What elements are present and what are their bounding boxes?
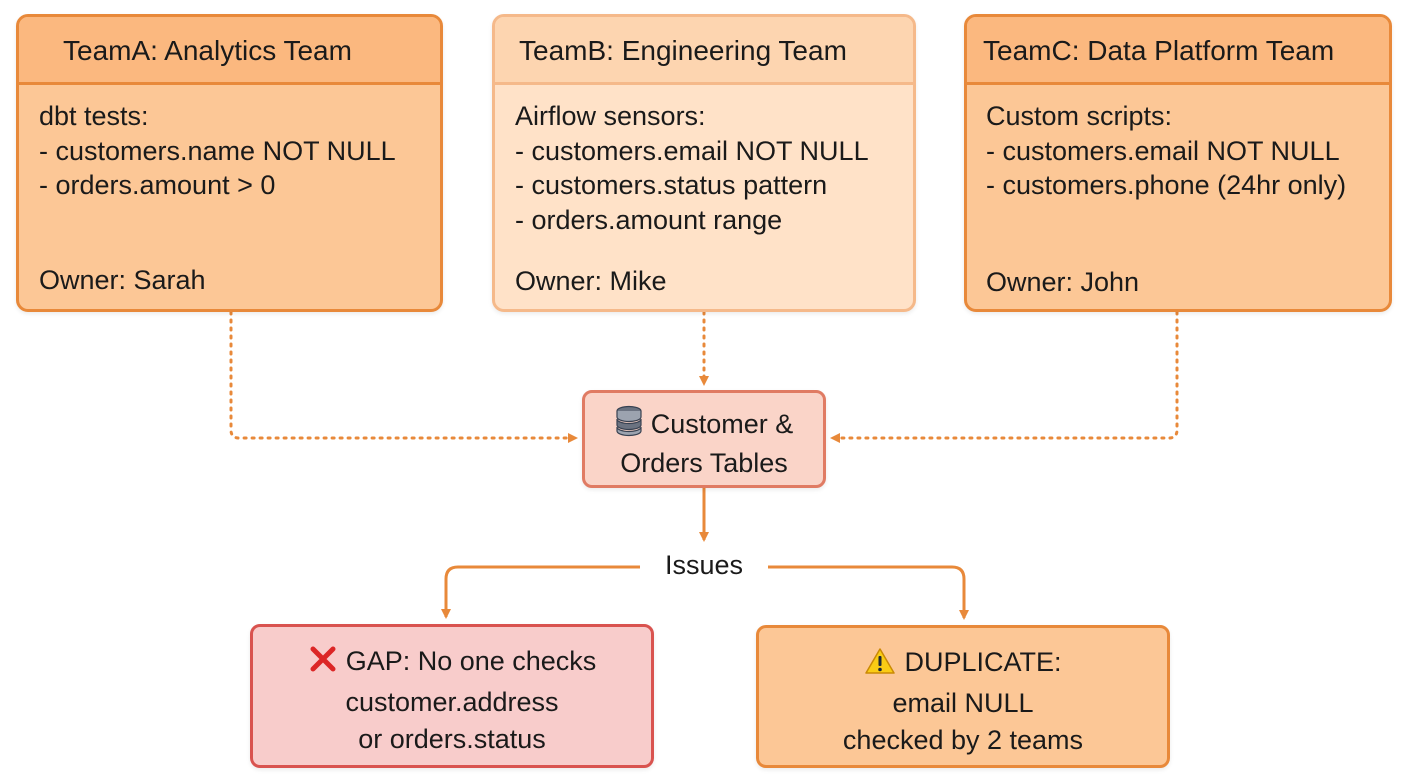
team-c-box: TeamC: Data Platform Team Custom scripts…	[964, 14, 1392, 312]
team-c-check-2: - customers.phone (24hr only)	[986, 170, 1347, 200]
team-a-check-1: - customers.name NOT NULL	[39, 135, 396, 166]
team-b-box: TeamB: Engineering Team Airflow sensors:…	[492, 14, 916, 312]
team-a-check-2: - orders.amount > 0	[39, 170, 276, 200]
hub-title-line-1: Customer &	[585, 405, 823, 446]
team-c-title: TeamC: Data Platform Team	[967, 17, 1389, 85]
duplicate-line-2: email NULL	[892, 688, 1034, 718]
connector-issues-to-duplicate	[760, 565, 969, 620]
gap-box: GAP: No one checks customer.address or o…	[250, 624, 654, 768]
connector-teama-to-hub	[229, 310, 578, 443]
duplicate-line-3: checked by 2 teams	[842, 725, 1084, 755]
red-x-icon	[308, 644, 338, 684]
issues-label: Issues	[640, 545, 768, 585]
gap-line-2: customer.address	[345, 687, 559, 717]
hub-title-line-2: Orders Tables	[620, 448, 788, 478]
gap-title: GAP: No one checks	[345, 646, 597, 676]
team-b-body: Airflow sensors: - customers.email NOT N…	[495, 85, 913, 309]
gap-line-1: GAP: No one checks	[253, 643, 651, 684]
team-a-title: TeamA: Analytics Team	[19, 17, 440, 85]
team-c-check-1: - customers.email NOT NULL	[986, 135, 1340, 166]
team-a-tool: dbt tests:	[39, 101, 149, 131]
team-b-check-1: - customers.email NOT NULL	[515, 135, 869, 166]
team-a-box: TeamA: Analytics Team dbt tests: - custo…	[16, 14, 443, 312]
team-c-body: Custom scripts: - customers.email NOT NU…	[967, 85, 1389, 309]
duplicate-line-1: DUPLICATE:	[759, 644, 1167, 685]
team-b-owner: Owner: Mike	[515, 265, 667, 296]
team-a-body: dbt tests: - customers.name NOT NULL - o…	[19, 85, 440, 309]
team-c-owner: Owner: John	[986, 266, 1140, 297]
gap-line-3: or orders.status	[358, 724, 546, 754]
team-c-tool: Custom scripts:	[986, 101, 1173, 131]
team-b-title: TeamB: Engineering Team	[495, 17, 913, 85]
duplicate-title: DUPLICATE:	[904, 647, 1062, 677]
connector-issues-to-gap	[441, 565, 648, 619]
team-a-owner: Owner: Sarah	[39, 264, 206, 295]
hub-title-text-1: Customer &	[650, 409, 794, 439]
hub-box: Customer & Orders Tables	[582, 390, 826, 488]
team-b-check-2: - customers.status pattern	[515, 170, 828, 200]
team-b-check-3: - orders.amount range	[515, 204, 783, 235]
warning-icon	[864, 647, 896, 685]
database-icon	[615, 405, 643, 446]
connector-teamc-to-hub	[830, 310, 1179, 443]
team-b-tool: Airflow sensors:	[515, 101, 706, 131]
duplicate-box: DUPLICATE: email NULL checked by 2 teams	[756, 625, 1170, 768]
